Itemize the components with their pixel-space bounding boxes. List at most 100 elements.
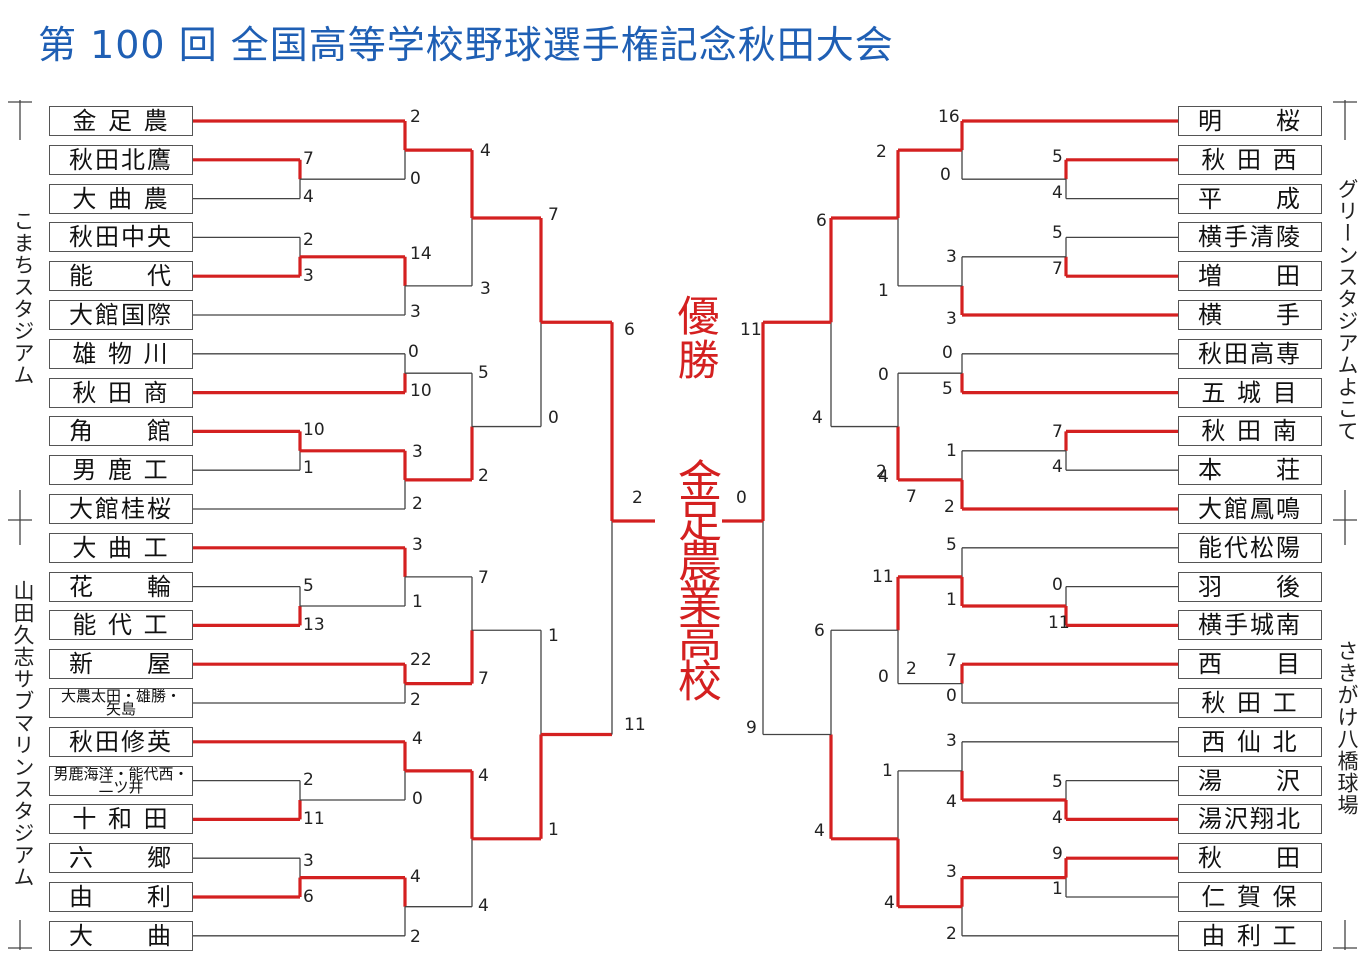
- team-box-left: 大農太田・雄勝・矢島: [49, 688, 193, 718]
- score-label: 1: [1052, 879, 1063, 899]
- score-label: 5: [1052, 223, 1063, 243]
- team-box-left: 秋田中央: [49, 222, 193, 253]
- venue-left-top: こまちスタジアム: [11, 210, 35, 386]
- score-label: 0: [878, 365, 889, 385]
- score-label: 2: [303, 230, 314, 250]
- team-box-right: 明 桜: [1178, 106, 1322, 136]
- team-box-left: 雄 物 川: [49, 338, 193, 369]
- score-label: 9: [746, 718, 757, 738]
- score-label: 7: [1052, 422, 1063, 442]
- score-label: 11: [624, 715, 646, 735]
- champion-name: 金足農業高校: [670, 458, 721, 698]
- team-box-right: 横手清陵: [1178, 222, 1322, 253]
- score-label: 0: [878, 667, 889, 687]
- team-box-left: 秋 田 商: [49, 377, 193, 408]
- team-box-right: 大館鳳鳴: [1178, 494, 1322, 524]
- team-box-left: 能 代: [49, 261, 193, 292]
- score-label: 11: [740, 320, 762, 340]
- score-label: 4: [1052, 457, 1063, 477]
- score-label: 11: [872, 567, 894, 587]
- score-label: 0: [412, 789, 423, 809]
- score-label: 0: [548, 408, 559, 428]
- team-box-right: 由 利 工: [1178, 920, 1322, 951]
- score-label: 4: [946, 792, 957, 812]
- score-label: 4: [884, 893, 895, 913]
- team-box-right: 秋田高専: [1178, 338, 1322, 369]
- score-label: 5: [946, 535, 957, 555]
- score-label: 2: [876, 142, 887, 162]
- team-box-left: 大 曲 農: [49, 183, 193, 214]
- score-label: 4: [478, 766, 489, 786]
- score-label: 4: [410, 867, 421, 887]
- score-label: 3: [480, 279, 491, 299]
- score-label: 1: [548, 626, 559, 646]
- score-label: 7: [1052, 259, 1063, 279]
- score-label: 2: [632, 488, 643, 508]
- score-label: 16: [938, 107, 960, 127]
- venue-right-bottom: さきがけ八橋球場: [1335, 640, 1359, 816]
- score-label: 0: [942, 343, 953, 363]
- score-label: 1: [548, 820, 559, 840]
- team-box-right: 能代松陽: [1178, 532, 1322, 563]
- score-label: 1: [878, 281, 889, 301]
- team-box-left: 六 郷: [49, 843, 193, 874]
- team-box-right: 湯 沢: [1178, 765, 1322, 796]
- score-label: 5: [303, 576, 314, 596]
- score-label: 3: [412, 535, 423, 555]
- score-label: 5: [1052, 147, 1063, 167]
- score-label: 1: [946, 441, 957, 461]
- score-label: 13: [303, 615, 325, 635]
- venue-left-bottom: 山田久志サブマリンスタジアム: [11, 580, 35, 888]
- team-box-left: 由 利: [49, 882, 193, 912]
- score-label: 1: [946, 590, 957, 610]
- score-label: 4: [1052, 808, 1063, 828]
- team-box-left: 秋田修英: [49, 726, 193, 757]
- team-box-left: 大館国際: [49, 300, 193, 330]
- team-box-right: 増 田: [1178, 261, 1322, 292]
- team-box-right: 西 目: [1178, 649, 1322, 680]
- team-box-left: 大館桂桜: [49, 494, 193, 524]
- team-box-right: 横 手: [1178, 300, 1322, 330]
- team-box-right: 秋 田 工: [1178, 688, 1322, 718]
- score-label: 2: [412, 494, 423, 514]
- team-box-left: 花 輪: [49, 571, 193, 602]
- team-box-right: 平 成: [1178, 183, 1322, 214]
- score-label: 3: [410, 302, 421, 322]
- score-label: 2: [946, 924, 957, 944]
- score-label: 3: [303, 851, 314, 871]
- score-label: 3: [946, 247, 957, 267]
- team-box-right: 横手城南: [1178, 610, 1322, 641]
- score-label: 4: [814, 821, 825, 841]
- score-label: 11: [303, 809, 325, 829]
- score-label: 2: [303, 770, 314, 790]
- score-label: 6: [816, 211, 827, 231]
- team-box-left: 十 和 田: [49, 804, 193, 835]
- score-label: 2: [876, 462, 887, 482]
- team-box-right: 秋 田 西: [1178, 144, 1322, 175]
- score-label: 14: [410, 244, 432, 264]
- score-label: 10: [410, 381, 432, 401]
- score-label: 3: [412, 442, 423, 462]
- score-label: 2: [410, 690, 421, 710]
- score-label: 9: [1052, 844, 1063, 864]
- score-label: 3: [946, 731, 957, 751]
- score-label: 5: [1052, 772, 1063, 792]
- team-box-left: 秋田北鷹: [49, 144, 193, 175]
- score-label: 2: [410, 107, 421, 127]
- team-box-left: 新 屋: [49, 649, 193, 680]
- score-label: 4: [878, 467, 889, 487]
- score-label: 5: [478, 363, 489, 383]
- score-label: 7: [548, 205, 559, 225]
- score-label: 2: [906, 659, 917, 679]
- score-label: 0: [408, 342, 419, 362]
- score-label: 7: [906, 487, 917, 507]
- score-label: 4: [480, 141, 491, 161]
- team-box-left: 金 足 農: [49, 106, 193, 136]
- score-label: 3: [946, 309, 957, 329]
- score-label: 7: [303, 149, 314, 169]
- score-label: 4: [303, 187, 314, 207]
- team-box-right: 湯沢翔北: [1178, 804, 1322, 835]
- score-label: 0: [946, 686, 957, 706]
- score-label: 2: [478, 466, 489, 486]
